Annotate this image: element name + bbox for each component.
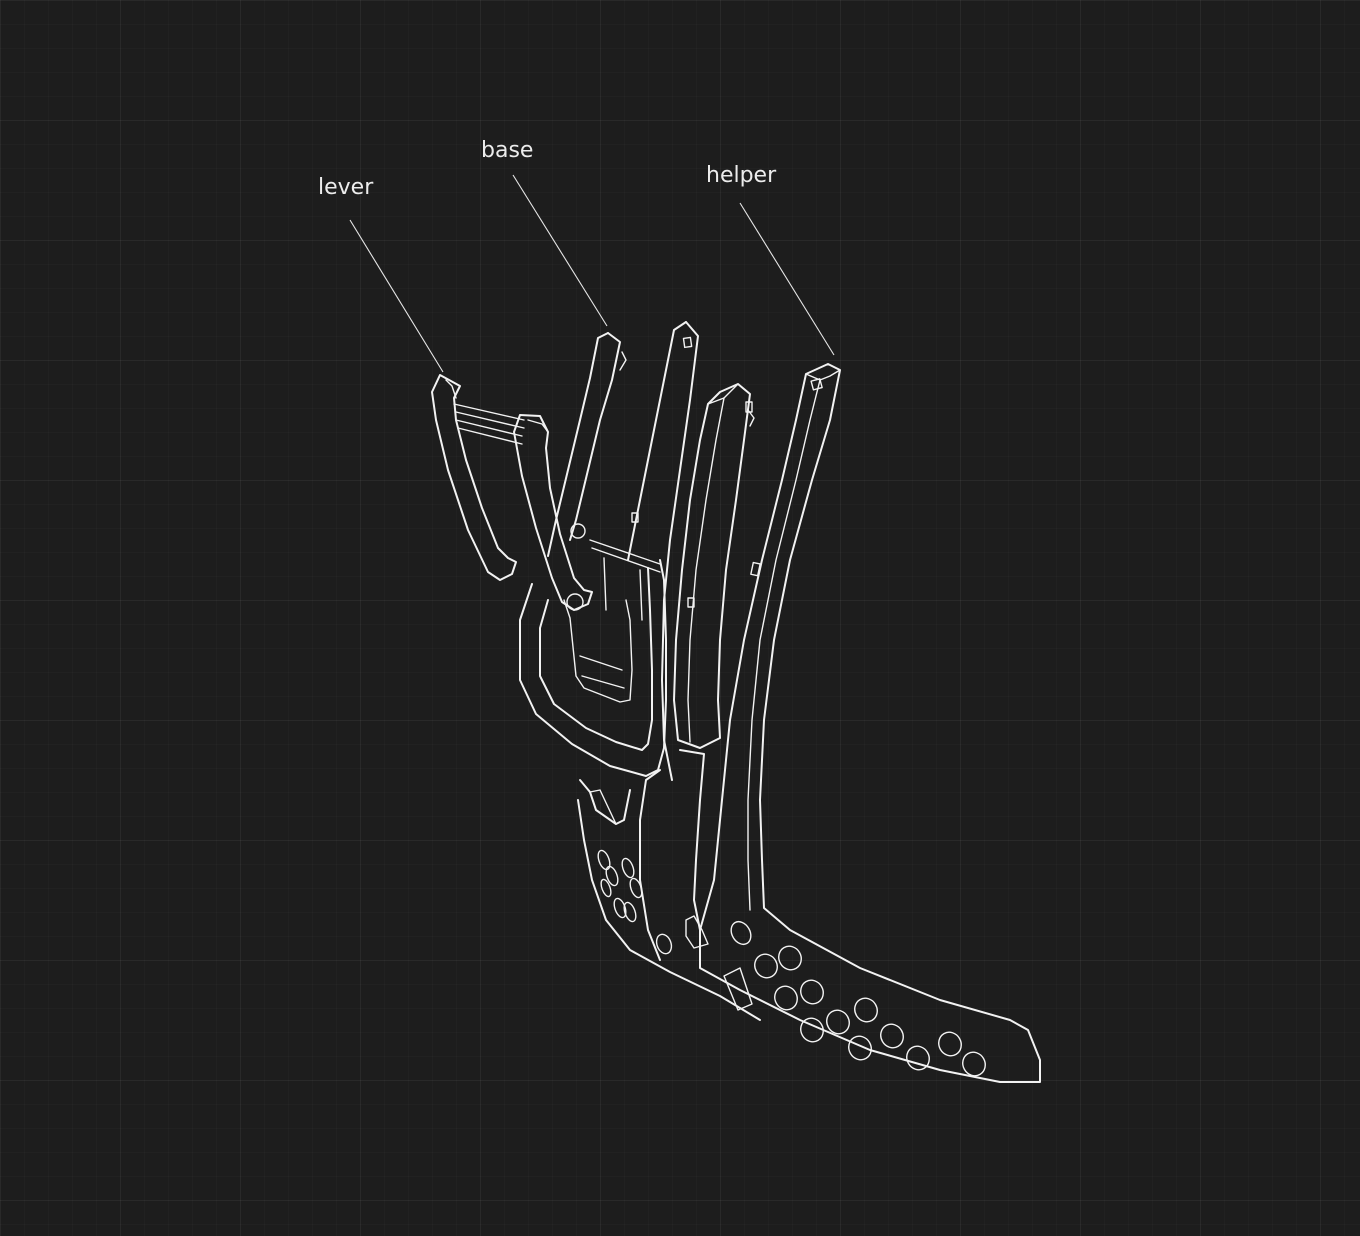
lower-holes bbox=[597, 849, 673, 955]
pivot-bottom-icon bbox=[566, 593, 584, 611]
base-part bbox=[519, 332, 667, 777]
pivot-top-icon bbox=[570, 523, 586, 539]
lower-plates-part bbox=[577, 749, 761, 1021]
slot-icon bbox=[810, 378, 823, 391]
helper-slot bbox=[723, 967, 753, 1011]
leader-base bbox=[512, 174, 608, 327]
second-plate-part bbox=[673, 383, 755, 749]
middle-plate-part bbox=[627, 321, 699, 781]
lever-part bbox=[431, 374, 593, 611]
leader-helper bbox=[739, 202, 835, 356]
slot-icon bbox=[687, 597, 695, 608]
slot-icon bbox=[631, 512, 639, 523]
slot-icon bbox=[750, 561, 761, 577]
slot-icon bbox=[682, 336, 693, 349]
label-helper: helper bbox=[706, 163, 777, 188]
slot-icon bbox=[745, 401, 753, 413]
helper-part bbox=[699, 363, 1041, 1083]
leader-lever bbox=[349, 219, 444, 373]
helper-holes bbox=[730, 920, 986, 1077]
label-lever: lever bbox=[318, 175, 374, 200]
label-base: base bbox=[481, 138, 533, 163]
lower-clip bbox=[685, 915, 709, 949]
